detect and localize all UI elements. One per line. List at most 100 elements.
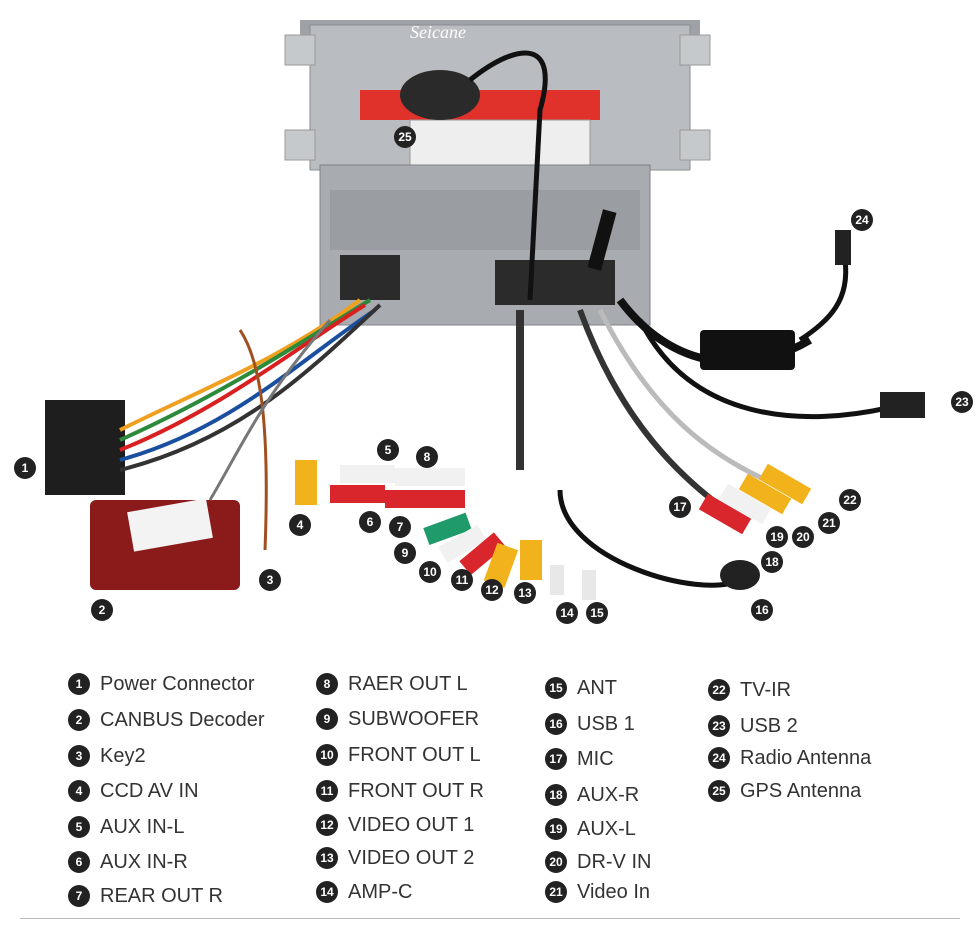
legend-label: AUX-R <box>577 783 640 806</box>
rca-group-center <box>423 310 596 600</box>
svg-text:13: 13 <box>518 586 532 600</box>
callout-5: 5 <box>377 439 399 461</box>
legend-label: Key2 <box>100 744 146 767</box>
legend-badge: 22 <box>708 679 730 701</box>
legend-label: Radio Antenna <box>740 746 872 769</box>
callout-16: 16 <box>751 599 773 621</box>
legend-label: AMP-C <box>348 880 413 903</box>
svg-text:18: 18 <box>765 555 779 569</box>
red-label-sticker <box>360 90 600 120</box>
legend-badge: 20 <box>545 851 567 873</box>
legend-label: Power Connector <box>100 672 255 695</box>
legend-label: TV-IR <box>740 678 792 701</box>
svg-text:12: 12 <box>485 583 499 597</box>
callout-14: 14 <box>556 602 578 624</box>
legend-item: 12 VIDEO OUT 1 <box>316 811 474 839</box>
legend-badge: 4 <box>68 780 90 802</box>
callout-1: 1 <box>14 457 36 479</box>
legend-label: USB 1 <box>577 712 635 735</box>
power-socket <box>340 255 400 300</box>
legend-badge: 14 <box>316 881 338 903</box>
svg-text:11: 11 <box>456 573 469 587</box>
legend-badge: 8 <box>316 673 338 695</box>
callout-13: 13 <box>514 582 536 604</box>
svg-text:22: 22 <box>843 493 857 507</box>
svg-text:5: 5 <box>385 443 392 457</box>
legend-label: SUBWOOFER <box>348 707 480 730</box>
svg-text:16: 16 <box>755 603 769 617</box>
wiring-diagram: Seicane <box>14 20 973 624</box>
legend-item: 23 USB 2 <box>708 712 798 740</box>
legend-item: 7 REAR OUT R <box>68 882 223 910</box>
legend-label: GPS Antenna <box>740 779 862 802</box>
callout-19: 19 <box>766 526 788 548</box>
legend-badge: 12 <box>316 814 338 836</box>
callout-4: 4 <box>289 514 311 536</box>
callout-6: 6 <box>359 511 381 533</box>
legend-item: 22 TV-IR <box>708 676 791 704</box>
legend-item: 15 ANT <box>545 674 617 702</box>
legend-badge: 10 <box>316 744 338 766</box>
legend-badge: 7 <box>68 885 90 907</box>
callout-24: 24 <box>851 209 873 231</box>
callout-10: 10 <box>419 561 441 583</box>
legend-badge: 17 <box>545 748 567 770</box>
legend-badge: 16 <box>545 713 567 735</box>
svg-text:9: 9 <box>402 546 409 560</box>
legend-item: 25 GPS Antenna <box>708 777 861 805</box>
svg-text:20: 20 <box>796 530 810 544</box>
svg-text:15: 15 <box>590 606 604 620</box>
legend-item: 13 VIDEO OUT 2 <box>316 844 474 872</box>
legend-label: VIDEO OUT 2 <box>348 846 475 869</box>
callout-7: 7 <box>389 516 411 538</box>
legend-item: 16 USB 1 <box>545 710 635 738</box>
bottom-divider <box>20 918 960 919</box>
legend-badge: 13 <box>316 847 338 869</box>
svg-text:2: 2 <box>99 603 106 617</box>
svg-text:7: 7 <box>397 520 404 534</box>
head-unit: Seicane <box>284 20 711 326</box>
power-harness <box>45 298 382 590</box>
svg-text:19: 19 <box>770 530 784 544</box>
callout-11: 11 <box>451 569 473 591</box>
legend-label: Video In <box>577 880 651 903</box>
rca-group-right <box>557 308 812 590</box>
legend-badge: 15 <box>545 677 567 699</box>
brand-watermark: Seicane <box>410 22 466 42</box>
legend-label: USB 2 <box>740 714 798 737</box>
svg-text:21: 21 <box>822 516 836 530</box>
callout-22: 22 <box>839 489 861 511</box>
legend-label: FRONT OUT L <box>348 743 481 766</box>
callout-8: 8 <box>416 446 438 468</box>
legend-label: AUX IN-R <box>100 850 188 873</box>
svg-text:4: 4 <box>297 518 304 532</box>
svg-text:17: 17 <box>673 500 687 514</box>
svg-text:23: 23 <box>955 395 969 409</box>
legend-label: REAR OUT R <box>100 884 223 907</box>
legend-badge: 1 <box>68 673 90 695</box>
legend-label: AUX IN-L <box>100 815 185 838</box>
legend-label: CANBUS Decoder <box>100 708 265 731</box>
svg-text:24: 24 <box>855 213 869 227</box>
callout-23: 23 <box>951 391 973 413</box>
legend-label: VIDEO OUT 1 <box>348 813 475 836</box>
legend-badge: 23 <box>708 715 730 737</box>
callout-25: 25 <box>394 126 416 148</box>
legend-label: FRONT OUT R <box>348 779 484 802</box>
legend-item: 10 FRONT OUT L <box>316 741 481 769</box>
legend-badge: 25 <box>708 780 730 802</box>
antenna-stub <box>587 209 617 271</box>
callout-12: 12 <box>481 579 503 601</box>
svg-text:3: 3 <box>267 573 274 587</box>
legend-label: ANT <box>577 676 617 699</box>
